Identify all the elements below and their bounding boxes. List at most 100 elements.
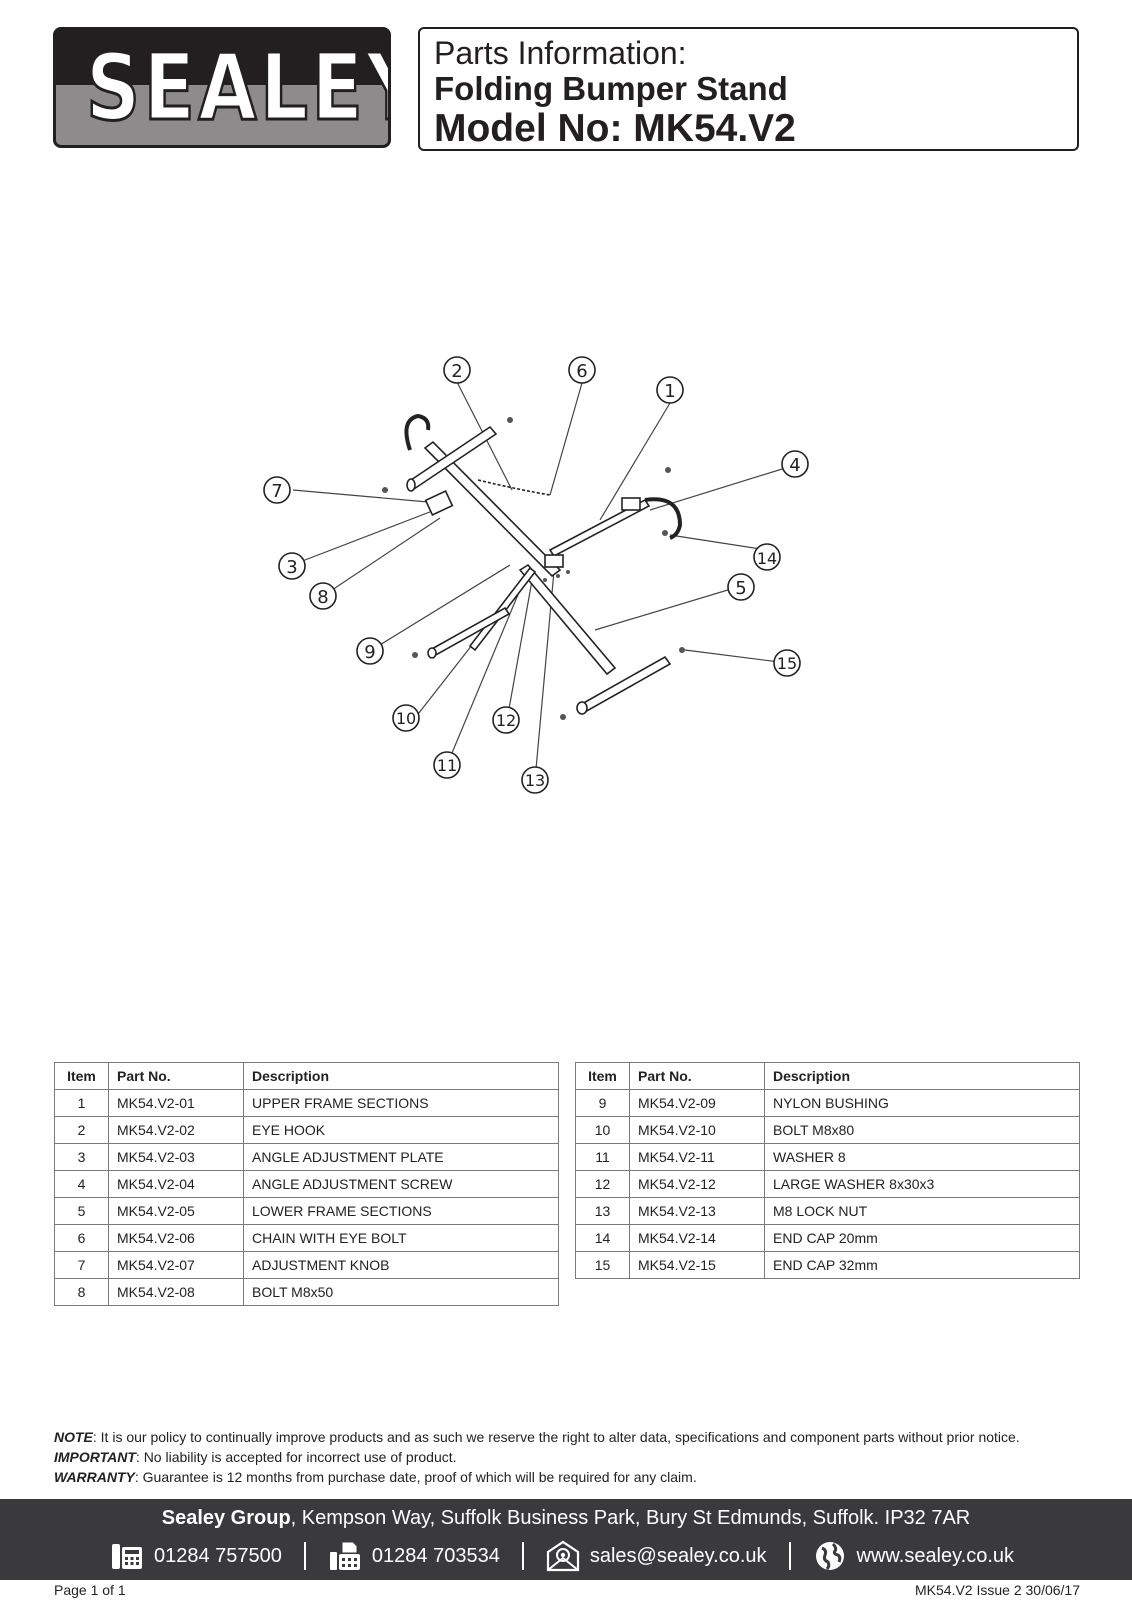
- cell-description: M8 LOCK NUT: [764, 1197, 1080, 1225]
- phone-number: 01284 757500: [154, 1544, 282, 1567]
- important-text: : No liability is accepted for incorrect…: [135, 1449, 457, 1465]
- globe-icon: [815, 1542, 844, 1571]
- callout-3: 3: [278, 552, 306, 580]
- svg-text:12: 12: [496, 711, 516, 730]
- cell-description: BOLT M8x50: [243, 1278, 559, 1306]
- cell-item: 5: [54, 1197, 109, 1225]
- sealey-logo: SEALEY: [53, 27, 391, 148]
- cell-description: END CAP 20mm: [764, 1224, 1080, 1252]
- cell-part-no: MK54.V2-07: [108, 1251, 244, 1279]
- cell-item: 15: [575, 1251, 630, 1279]
- fax-number: 01284 703534: [371, 1544, 500, 1567]
- separator: [303, 1542, 306, 1570]
- title-box: Parts Information: Folding Bumper Stand …: [418, 27, 1079, 151]
- cell-item: 8: [54, 1278, 109, 1306]
- svg-text:9: 9: [364, 642, 375, 663]
- cell-part-no: MK54.V2-11: [629, 1143, 765, 1171]
- important-label: IMPORTANT: [54, 1449, 136, 1465]
- warranty-label: WARRANTY: [54, 1469, 135, 1485]
- cell-item: 7: [54, 1251, 109, 1279]
- cell-part-no: MK54.V2-03: [108, 1143, 244, 1171]
- contact-email: sales@sealey.co.uk: [546, 1540, 767, 1572]
- column-header-item: Item: [575, 1062, 630, 1090]
- exploded-parts-diagram: 2 6 1 4 7 14 3 5 8 9 15 10 12 11 13: [263, 356, 809, 794]
- cell-part-no: MK54.V2-15: [629, 1251, 765, 1279]
- svg-text:4: 4: [789, 455, 800, 476]
- cell-description: CHAIN WITH EYE BOLT: [243, 1224, 559, 1252]
- svg-text:13: 13: [525, 771, 545, 790]
- cell-item: 14: [575, 1224, 630, 1252]
- cell-part-no: MK54.V2-05: [108, 1197, 244, 1225]
- contact-phone: 01284 757500: [110, 1540, 282, 1572]
- svg-text:2: 2: [451, 361, 462, 382]
- cell-description: BOLT M8x80: [764, 1116, 1080, 1144]
- callout-11: 11: [433, 751, 461, 779]
- cell-description: ADJUSTMENT KNOB: [243, 1251, 559, 1279]
- column-header-part-no: Part No.: [629, 1062, 765, 1090]
- company-address: Sealey Group, Kempson Way, Suffolk Busin…: [0, 1507, 1132, 1530]
- cell-part-no: MK54.V2-01: [108, 1089, 244, 1117]
- website-url[interactable]: www.sealey.co.uk: [856, 1544, 1015, 1567]
- svg-text:11: 11: [437, 756, 457, 775]
- svg-text:6: 6: [576, 361, 587, 382]
- warranty-text: : Guarantee is 12 months from purchase d…: [134, 1469, 697, 1485]
- column-header-part-no: Part No.: [108, 1062, 244, 1090]
- callout-2: 2: [443, 356, 471, 384]
- email-address[interactable]: sales@sealey.co.uk: [589, 1544, 767, 1567]
- email-icon: [546, 1540, 579, 1572]
- callout-5: 5: [727, 573, 755, 601]
- svg-text:10: 10: [396, 709, 416, 728]
- cell-description: ANGLE ADJUSTMENT PLATE: [243, 1143, 559, 1171]
- cell-item: 1: [54, 1089, 109, 1117]
- warranty-line: WARRANTY: Guarantee is 12 months from pu…: [54, 1467, 1084, 1487]
- cell-item: 11: [575, 1143, 630, 1171]
- cell-part-no: MK54.V2-10: [629, 1116, 765, 1144]
- cell-part-no: MK54.V2-02: [108, 1116, 244, 1144]
- fax-icon: [329, 1541, 360, 1570]
- separator: [521, 1542, 524, 1570]
- issue-info: MK54.V2 Issue 2 30/06/17: [915, 1582, 1080, 1598]
- cell-description: ANGLE ADJUSTMENT SCREW: [243, 1170, 559, 1198]
- column-header-item: Item: [54, 1062, 109, 1090]
- cell-description: NYLON BUSHING: [764, 1089, 1080, 1117]
- cell-description: EYE HOOK: [243, 1116, 559, 1144]
- cell-item: 10: [575, 1116, 630, 1144]
- cell-item: 12: [575, 1170, 630, 1198]
- callout-13: 13: [521, 766, 549, 794]
- callout-10: 10: [392, 704, 420, 732]
- title-parts-information: Parts Information:: [434, 35, 687, 71]
- callout-15: 15: [773, 649, 801, 677]
- cell-description: WASHER 8: [764, 1143, 1080, 1171]
- column-header-description: Description: [764, 1062, 1080, 1090]
- note-label: NOTE: [54, 1429, 93, 1445]
- callout-9: 9: [356, 637, 384, 665]
- svg-text:3: 3: [286, 557, 297, 578]
- svg-text:1: 1: [664, 381, 675, 402]
- cell-part-no: MK54.V2-06: [108, 1224, 244, 1252]
- svg-text:8: 8: [317, 587, 328, 608]
- cell-part-no: MK54.V2-13: [629, 1197, 765, 1225]
- page-number: Page 1 of 1: [54, 1582, 126, 1598]
- notes-block: NOTE: It is our policy to continually im…: [54, 1427, 1084, 1487]
- phone-icon: [112, 1544, 142, 1569]
- callout-12: 12: [492, 706, 520, 734]
- column-header-description: Description: [243, 1062, 559, 1090]
- cell-item: 3: [54, 1143, 109, 1171]
- contact-fax: 01284 703534: [328, 1540, 500, 1572]
- logo-grey-band: [56, 85, 388, 145]
